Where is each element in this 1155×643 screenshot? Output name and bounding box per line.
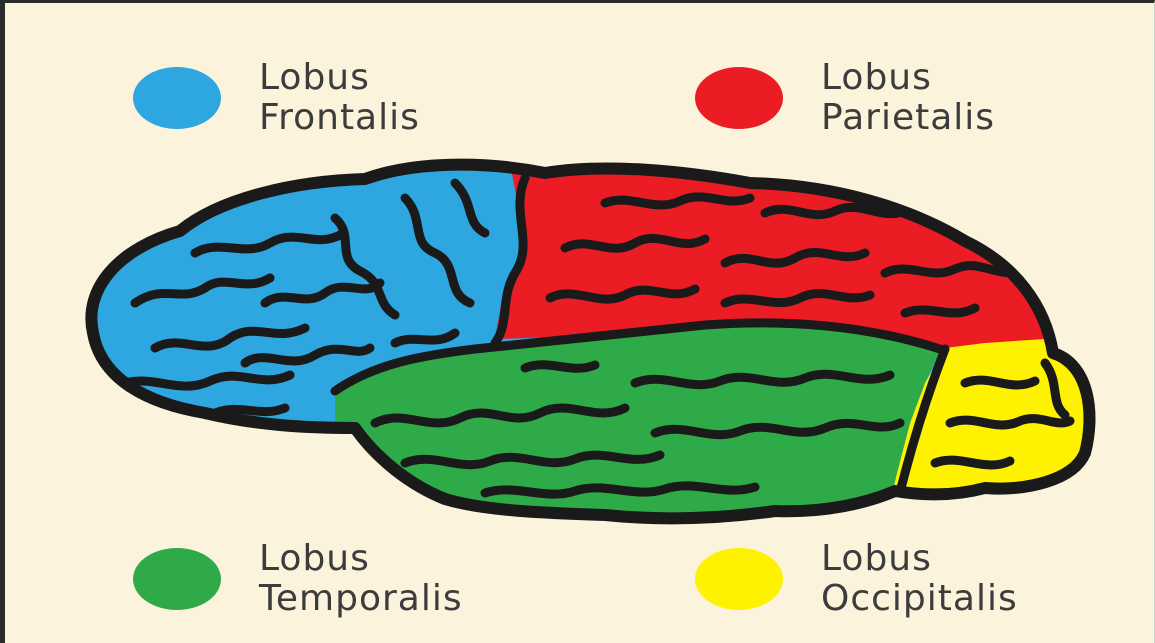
legend-label-occipital-line2: Occipitalis bbox=[821, 579, 1018, 619]
legend-label-temporal-line2: Temporalis bbox=[259, 579, 463, 619]
legend-label-temporal-line1: Lobus bbox=[259, 539, 463, 579]
legend-item-temporal: Lobus Temporalis bbox=[133, 539, 463, 619]
occipital-color-dot-icon bbox=[695, 548, 783, 610]
legend-label-occipital-line1: Lobus bbox=[821, 539, 1018, 579]
legend-label-occipital: Lobus Occipitalis bbox=[821, 539, 1018, 619]
temporal-color-dot-icon bbox=[133, 548, 221, 610]
legend-label-temporal: Lobus Temporalis bbox=[259, 539, 463, 619]
legend-item-occipital: Lobus Occipitalis bbox=[695, 539, 1018, 619]
